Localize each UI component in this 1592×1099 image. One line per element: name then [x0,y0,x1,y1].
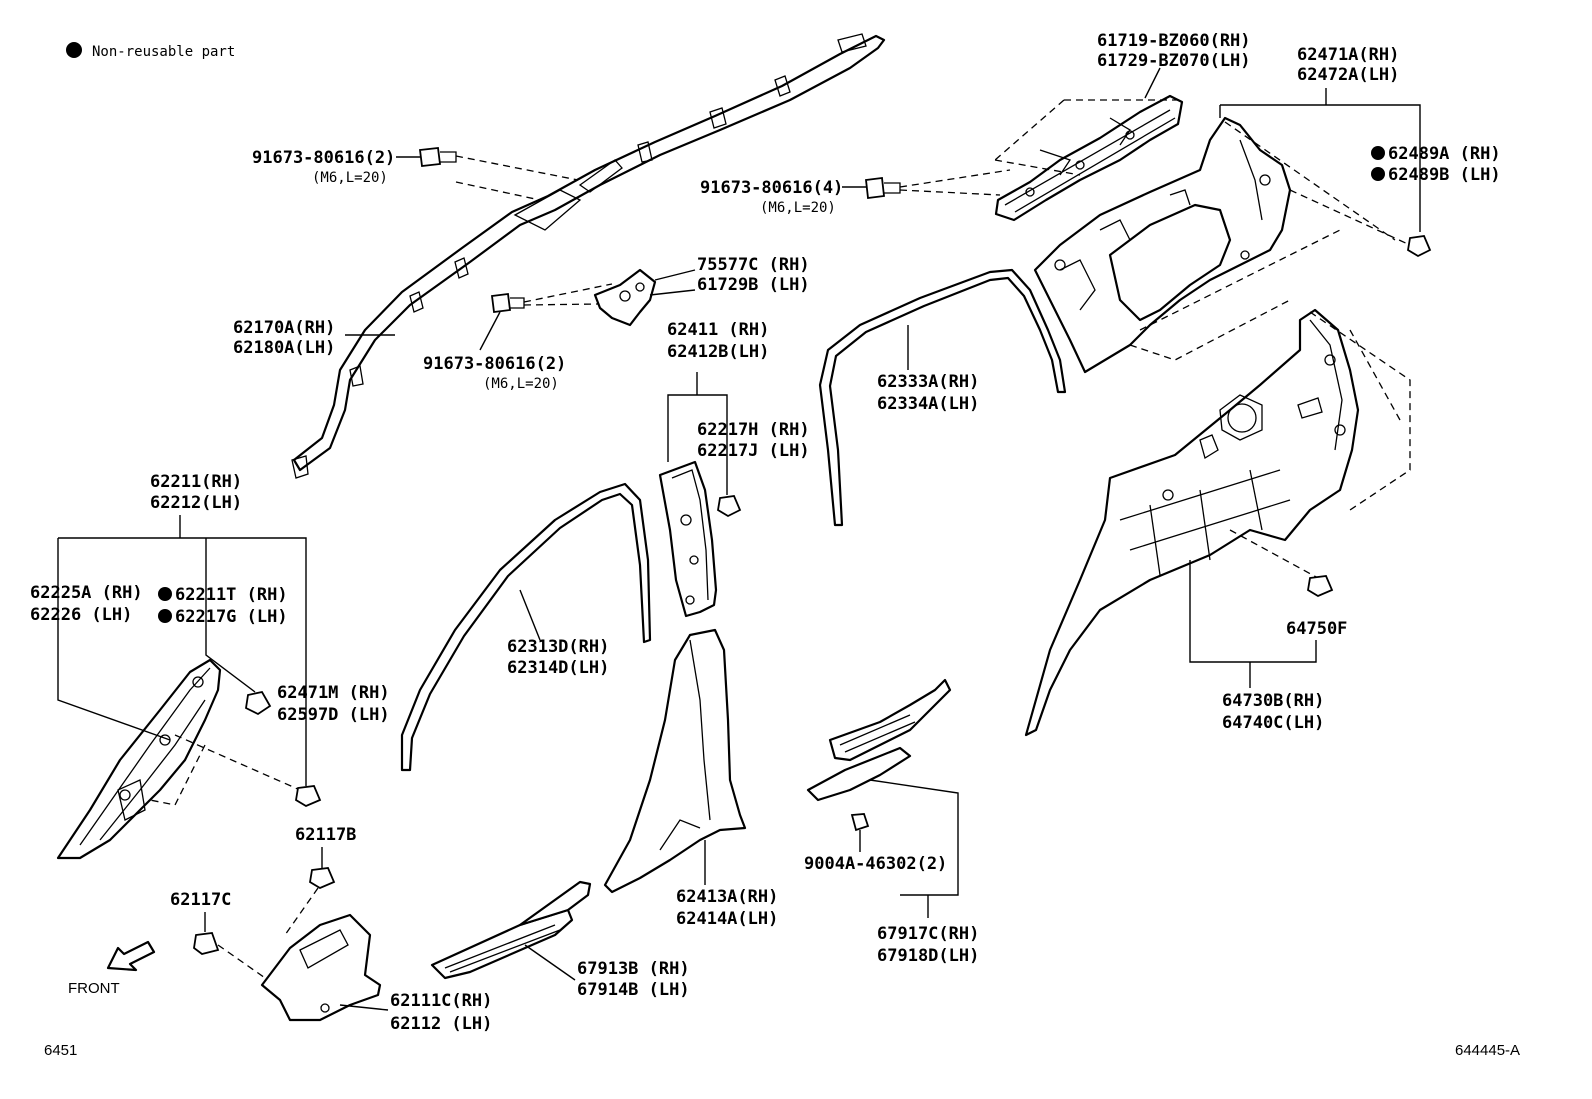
label-screw-9004A: 9004A-46302(2) [804,854,947,874]
clip-62117B: 62117B [284,825,356,936]
screw-icon [850,813,870,832]
quarter-lower-trim-part: 64730B(RH) 64740C(LH) [1024,308,1411,737]
clip-icon [1307,575,1334,598]
front-direction-indicator: FRONT [68,940,156,997]
label-bracket-61719-1: 61719-BZ060(RH) [1097,31,1251,51]
bolt-icon [865,176,885,200]
clip-62225: 62225A (RH) 62226 (LH) [30,583,143,625]
label-center-pillar-lower-1: 62413A(RH) [676,887,778,907]
bolt-top-left: 91673-80616(2) (M6,L=20) [252,147,579,201]
label-quarter-lower-2: 64740C(LH) [1222,713,1324,733]
label-center-pillar-lower-2: 62414A(LH) [676,909,778,929]
front-weatherstrip-part: 62313D(RH) 62314D(LH) [400,482,652,772]
non-reusable-dot-icon [66,42,82,58]
quarter-upper-trim-part: 62471A(RH) 62472A(LH) [1033,45,1421,374]
label-clip-62489-1: 62489A (RH) [1388,144,1501,164]
label-scuff-front-2: 67914B (LH) [577,980,690,1000]
label-clip-64750F: 64750F [1286,619,1347,639]
label-bracket-75577-1: 75577C (RH) [697,255,810,275]
label-clip-62225-1: 62225A (RH) [30,583,143,603]
label-quarter-lower-1: 64730B(RH) [1222,691,1324,711]
clip-62117C: 62117C [170,890,269,981]
clip-icon [295,785,322,808]
label-bolt-top-left-2: (M6,L=20) [312,170,388,186]
label-curtain-airbag-2: 62180A(LH) [233,338,335,358]
bracket-61719-part: 61719-BZ060(RH) 61729-BZ070(LH) [994,31,1251,222]
rear-scuff-plate-part: 9004A-46302(2) 67917C(RH) 67918D(LH) [804,678,979,966]
clip-62489: 62489A (RH) 62489B (LH) [1371,144,1501,258]
non-reusable-dot-icon [1371,167,1385,181]
cowl-side-trim-part: 62111C(RH) 62112 (LH) [260,913,492,1034]
footer-illustration-code: 644445-A [1455,1042,1520,1059]
label-quarter-upper-2: 62472A(LH) [1297,65,1399,85]
label-clip-62211T-2: 62217G (LH) [175,607,288,627]
bolt-top-center: 91673-80616(4) (M6,L=20) [700,169,1011,216]
clip-icon [245,690,272,716]
label-clip-62211T-1: 62211T (RH) [175,585,288,605]
label-bracket-61719-2: 61729-BZ070(LH) [1097,51,1251,71]
label-bracket-75577-2: 61729B (LH) [697,275,810,295]
label-quarter-upper-1: 62471A(RH) [1297,45,1399,65]
label-center-pillar-upper-2: 62412B(LH) [667,342,769,362]
clip-icon [309,867,336,890]
label-clip-62217-2: 62217J (LH) [697,441,810,461]
label-group-curtain-airbag: 62170A(RH) 62180A(LH) [233,318,395,358]
label-bolt-top-center-2: (M6,L=20) [760,200,836,216]
label-front-pillar-1: 62211(RH) [150,472,242,492]
front-arrow-icon [106,940,156,972]
bolt-mid: 91673-80616(2) (M6,L=20) [423,283,613,392]
label-clip-62117C: 62117C [170,890,231,910]
front-scuff-plate-part: 67913B (RH) 67914B (LH) [430,880,690,1000]
footer-page-code: 6451 [44,1042,77,1059]
front-pillar-part: 62211(RH) 62212(LH) [56,472,307,860]
bracket-75577-part: 75577C (RH) 61729B (LH) [593,255,810,327]
legend: Non-reusable part [66,42,235,60]
label-curtain-airbag-1: 62170A(RH) [233,318,335,338]
label-bolt-mid-1: 91673-80616(2) [423,354,566,374]
label-clip-62217-1: 62217H (RH) [697,420,810,440]
label-front-pillar-2: 62212(LH) [150,493,242,513]
clip-62471M: 62471M (RH) 62597D (LH) [277,683,390,808]
label-bolt-top-center-1: 91673-80616(4) [700,178,843,198]
label-scuff-rear-2: 67918D(LH) [877,946,979,966]
bolt-icon [490,292,512,314]
label-cowl-side-2: 62112 (LH) [390,1014,492,1034]
label-clip-62471M-1: 62471M (RH) [277,683,390,703]
non-reusable-dot-icon [158,587,172,601]
clip-icon [717,495,742,518]
rear-weatherstrip-part: 62333A(RH) 62334A(LH) [818,268,1067,527]
label-bolt-mid-2: (M6,L=20) [483,376,559,392]
label-scuff-rear-1: 67917C(RH) [877,924,979,944]
legend-text: Non-reusable part [92,44,235,60]
clip-64750F: 64750F [1286,575,1347,639]
label-bolt-top-left-1: 91673-80616(2) [252,148,395,168]
label-clip-62225-2: 62226 (LH) [30,605,132,625]
clip-icon [1407,235,1432,258]
label-weatherstrip-rear-1: 62333A(RH) [877,372,979,392]
non-reusable-dot-icon [1371,146,1385,160]
label-weatherstrip-rear-2: 62334A(LH) [877,394,979,414]
center-pillar-upper-part: 62411 (RH) 62412B(LH) [658,320,769,618]
curtain-airbag-part [291,33,886,479]
label-clip-62471M-2: 62597D (LH) [277,705,390,725]
label-weatherstrip-front-2: 62314D(LH) [507,658,609,678]
label-clip-62489-2: 62489B (LH) [1388,165,1501,185]
bolt-icon [418,147,442,167]
clip-62217: 62217H (RH) 62217J (LH) [697,420,810,518]
label-center-pillar-upper-1: 62411 (RH) [667,320,769,340]
label-scuff-front-1: 67913B (RH) [577,959,690,979]
non-reusable-dot-icon [158,609,172,623]
center-pillar-lower-part: 62413A(RH) 62414A(LH) [603,628,778,929]
label-cowl-side-1: 62111C(RH) [390,991,492,1011]
clip-62211T: 62211T (RH) 62217G (LH) [158,585,288,716]
front-label: FRONT [68,980,120,997]
clip-icon [193,932,220,955]
label-weatherstrip-front-1: 62313D(RH) [507,637,609,657]
label-clip-62117B: 62117B [295,825,356,845]
